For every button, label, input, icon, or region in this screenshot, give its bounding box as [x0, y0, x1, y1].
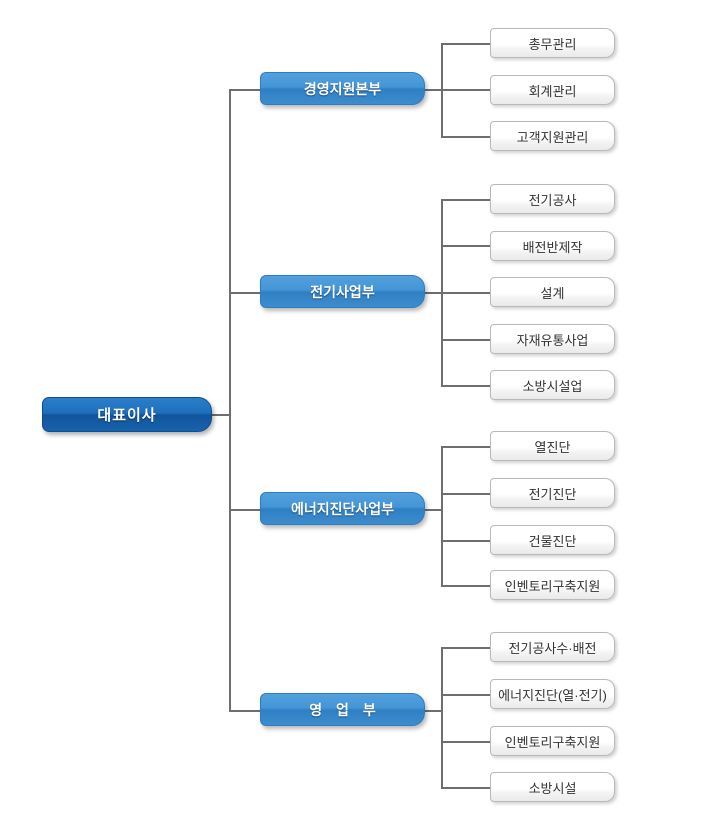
connector-d3-leaf-1	[441, 446, 491, 448]
node-division-electric-business[interactable]: 전기사업부	[260, 275, 425, 308]
node-leaf-design[interactable]: 설계	[490, 277, 615, 307]
node-leaf-customer-support[interactable]: 고객지원관리	[490, 121, 615, 151]
node-leaf-firefighting-facility[interactable]: 소방시설	[490, 772, 615, 802]
connector-trunk-to-division-1	[229, 89, 262, 91]
connector-division-3-stub	[424, 509, 443, 511]
trunk-vertical-main	[229, 89, 231, 711]
node-leaf-thermal-diagnosis[interactable]: 열진단	[490, 431, 615, 461]
node-leaf-material-distribution[interactable]: 자재유통사업	[490, 324, 615, 354]
connector-d4-leaf-3	[441, 741, 491, 743]
connector-root-to-trunk	[211, 414, 231, 416]
connector-division-1-stub	[424, 89, 443, 91]
connector-d4-leaf-1	[441, 647, 491, 649]
connector-d4-leaf-4	[441, 787, 491, 789]
connector-d2-leaf-5	[441, 385, 491, 387]
connector-d1-leaf-1	[441, 43, 491, 45]
node-leaf-accounting[interactable]: 회계관리	[490, 75, 615, 105]
connector-trunk-to-division-4	[229, 710, 262, 712]
node-leaf-inventory-support[interactable]: 인벤토리구축지원	[490, 570, 615, 600]
subtrunk-division-3	[441, 446, 443, 586]
subtrunk-division-4	[441, 647, 443, 787]
connector-d1-leaf-2	[441, 89, 491, 91]
connector-d1-leaf-3	[441, 136, 491, 138]
connector-d2-leaf-1	[441, 199, 491, 201]
node-division-sales[interactable]: 영 업 부	[260, 693, 425, 726]
node-division-energy-diagnosis[interactable]: 에너지진단사업부	[260, 492, 425, 525]
node-leaf-energy-diagnosis-thermal-electric[interactable]: 에너지진단(열·전기)	[490, 679, 615, 709]
connector-d3-leaf-3	[441, 540, 491, 542]
connector-d2-leaf-4	[441, 339, 491, 341]
node-leaf-firefighting-facility-business[interactable]: 소방시설업	[490, 370, 615, 400]
node-leaf-switchboard-manufacturing[interactable]: 배전반제작	[490, 231, 615, 261]
node-leaf-general-affairs[interactable]: 총무관리	[490, 28, 615, 58]
node-leaf-electric-construction[interactable]: 전기공사	[490, 184, 615, 214]
connector-d3-leaf-4	[441, 585, 491, 587]
connector-d2-leaf-3	[441, 292, 491, 294]
node-leaf-electric-construction-distribution[interactable]: 전기공사수·배전	[490, 632, 615, 662]
node-leaf-building-diagnosis[interactable]: 건물진단	[490, 525, 615, 555]
connector-trunk-to-division-3	[229, 509, 262, 511]
node-division-management-support[interactable]: 경영지원본부	[260, 72, 425, 105]
connector-d2-leaf-2	[441, 245, 491, 247]
connector-d3-leaf-2	[441, 493, 491, 495]
node-leaf-electric-diagnosis[interactable]: 전기진단	[490, 478, 615, 508]
connector-division-2-stub	[424, 292, 443, 294]
connector-d4-leaf-2	[441, 694, 491, 696]
node-leaf-inventory-support-sales[interactable]: 인벤토리구축지원	[490, 726, 615, 756]
connector-trunk-to-division-2	[229, 292, 262, 294]
connector-division-4-stub	[424, 710, 443, 712]
node-root-ceo[interactable]: 대표이사	[42, 397, 212, 432]
